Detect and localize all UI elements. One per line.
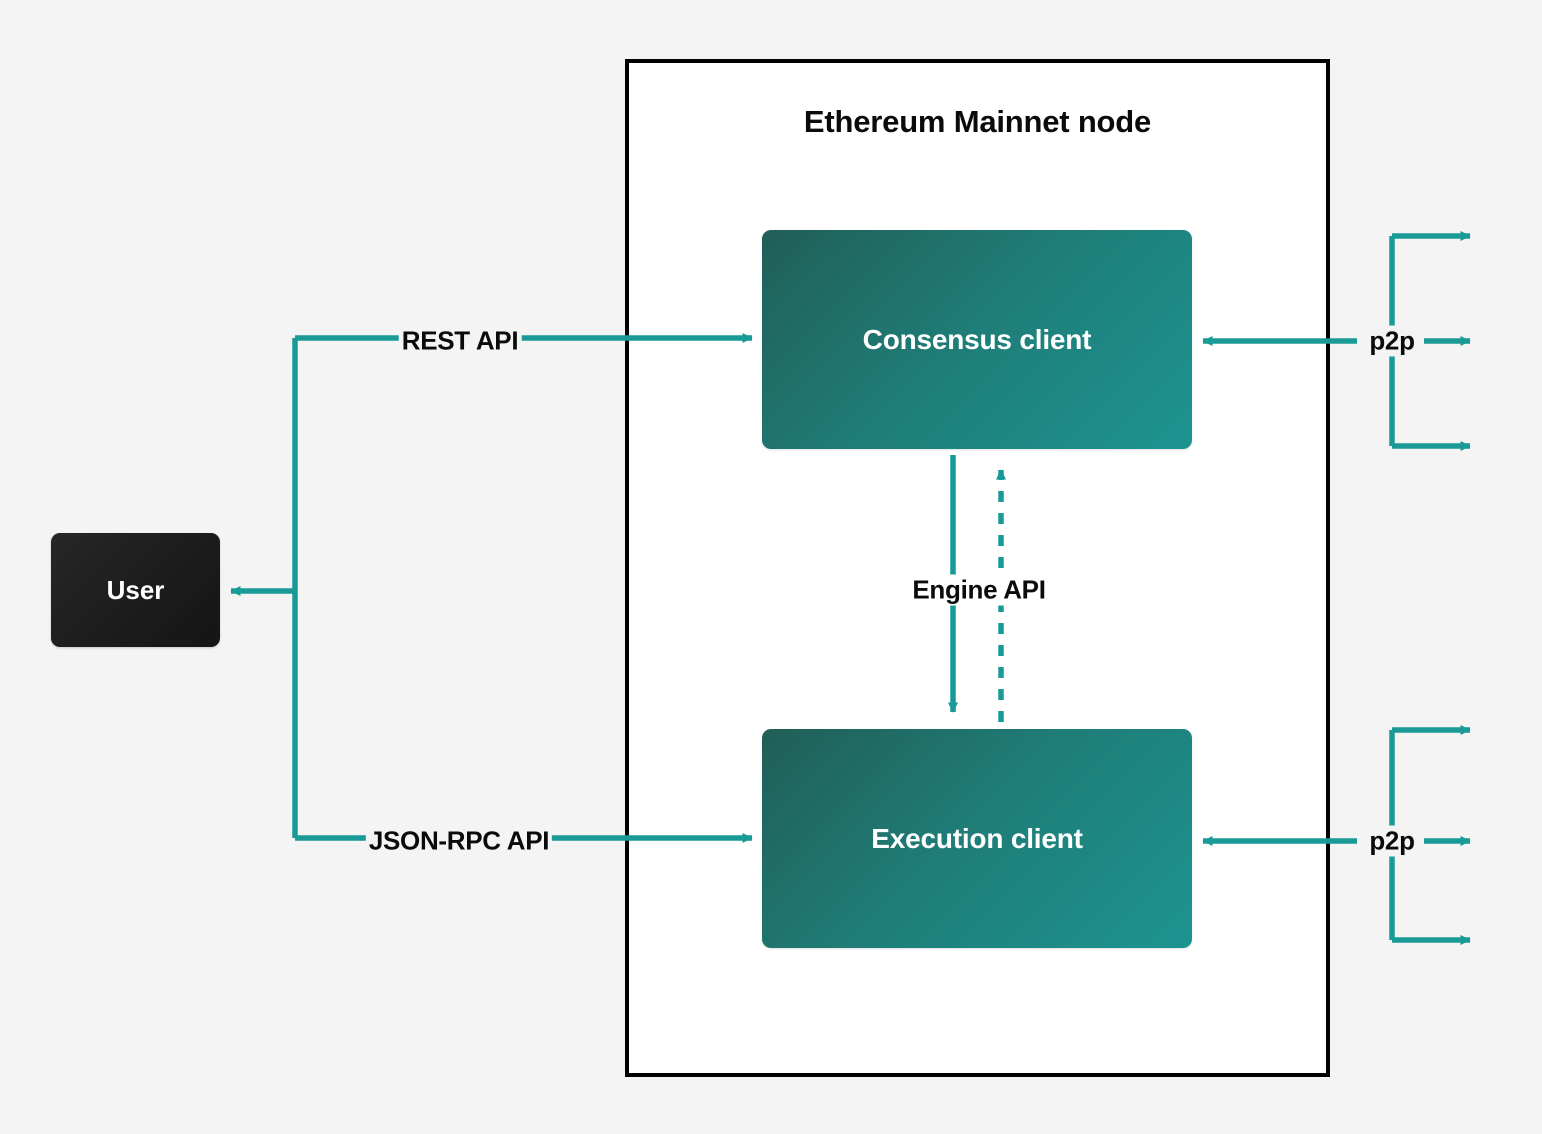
node-user[interactable]: User	[51, 533, 220, 647]
edge-label-rest-api: REST API	[398, 325, 522, 357]
edge-label-p2p-consensus: p2p	[1366, 325, 1418, 357]
node-execution-client[interactable]: Execution client	[762, 729, 1192, 948]
node-execution-client-label: Execution client	[871, 822, 1083, 854]
edge-label-p2p-execution: p2p	[1366, 825, 1418, 857]
node-user-label: User	[106, 574, 165, 605]
node-consensus-client-label: Consensus client	[862, 323, 1092, 355]
edge-label-engine-api: Engine API	[909, 574, 1049, 606]
page-title: Ethereum Mainnet node	[803, 104, 1152, 139]
edge-label-json-rpc-api: JSON-RPC API	[365, 825, 553, 857]
node-consensus-client[interactable]: Consensus client	[762, 230, 1192, 449]
